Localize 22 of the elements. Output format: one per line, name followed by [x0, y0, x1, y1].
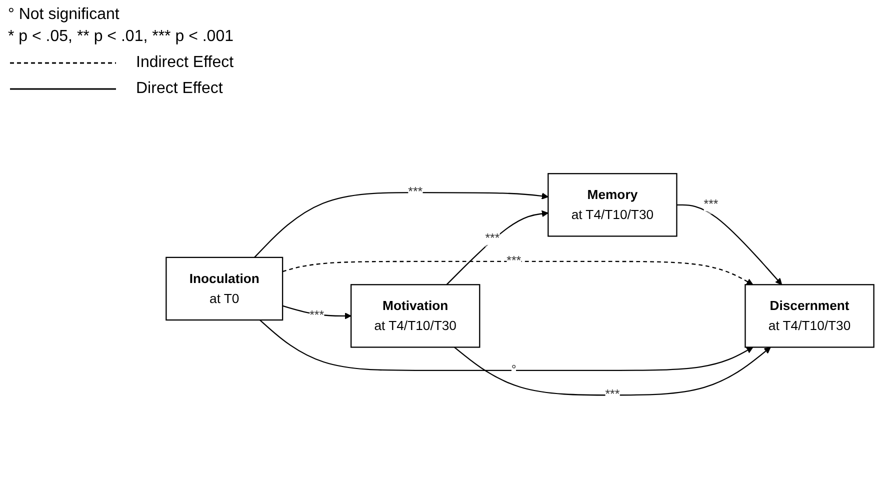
arrow — [676, 204, 782, 285]
node-box: Memory at T4/T10/T30 — [548, 173, 678, 237]
edge-label: *** — [506, 254, 522, 268]
arrow — [282, 260, 754, 285]
node-box: Discernment at T4/T10/T30 — [744, 284, 874, 348]
arrow — [282, 305, 352, 320]
edge-label: ° — [511, 363, 516, 377]
arrow — [259, 320, 754, 371]
node-box: Inoculation at T0 — [166, 256, 284, 321]
node-box: Motivation at T4/T10/T30 — [350, 284, 480, 348]
arrow — [254, 192, 548, 258]
legend-label: Direct Effect — [136, 79, 223, 99]
edge-label: *** — [485, 232, 500, 245]
note-text: * p < .05, ** p < .01, *** p < .001 — [8, 27, 234, 47]
edge-label: *** — [605, 388, 620, 402]
arrow — [446, 210, 548, 286]
edge-label: *** — [408, 186, 423, 199]
legend-label: Indirect Effect — [136, 53, 234, 73]
edge-label: *** — [310, 308, 324, 322]
edge-label: *** — [704, 198, 718, 212]
note-text: ° Not significant — [8, 5, 120, 25]
arrow — [454, 346, 771, 396]
